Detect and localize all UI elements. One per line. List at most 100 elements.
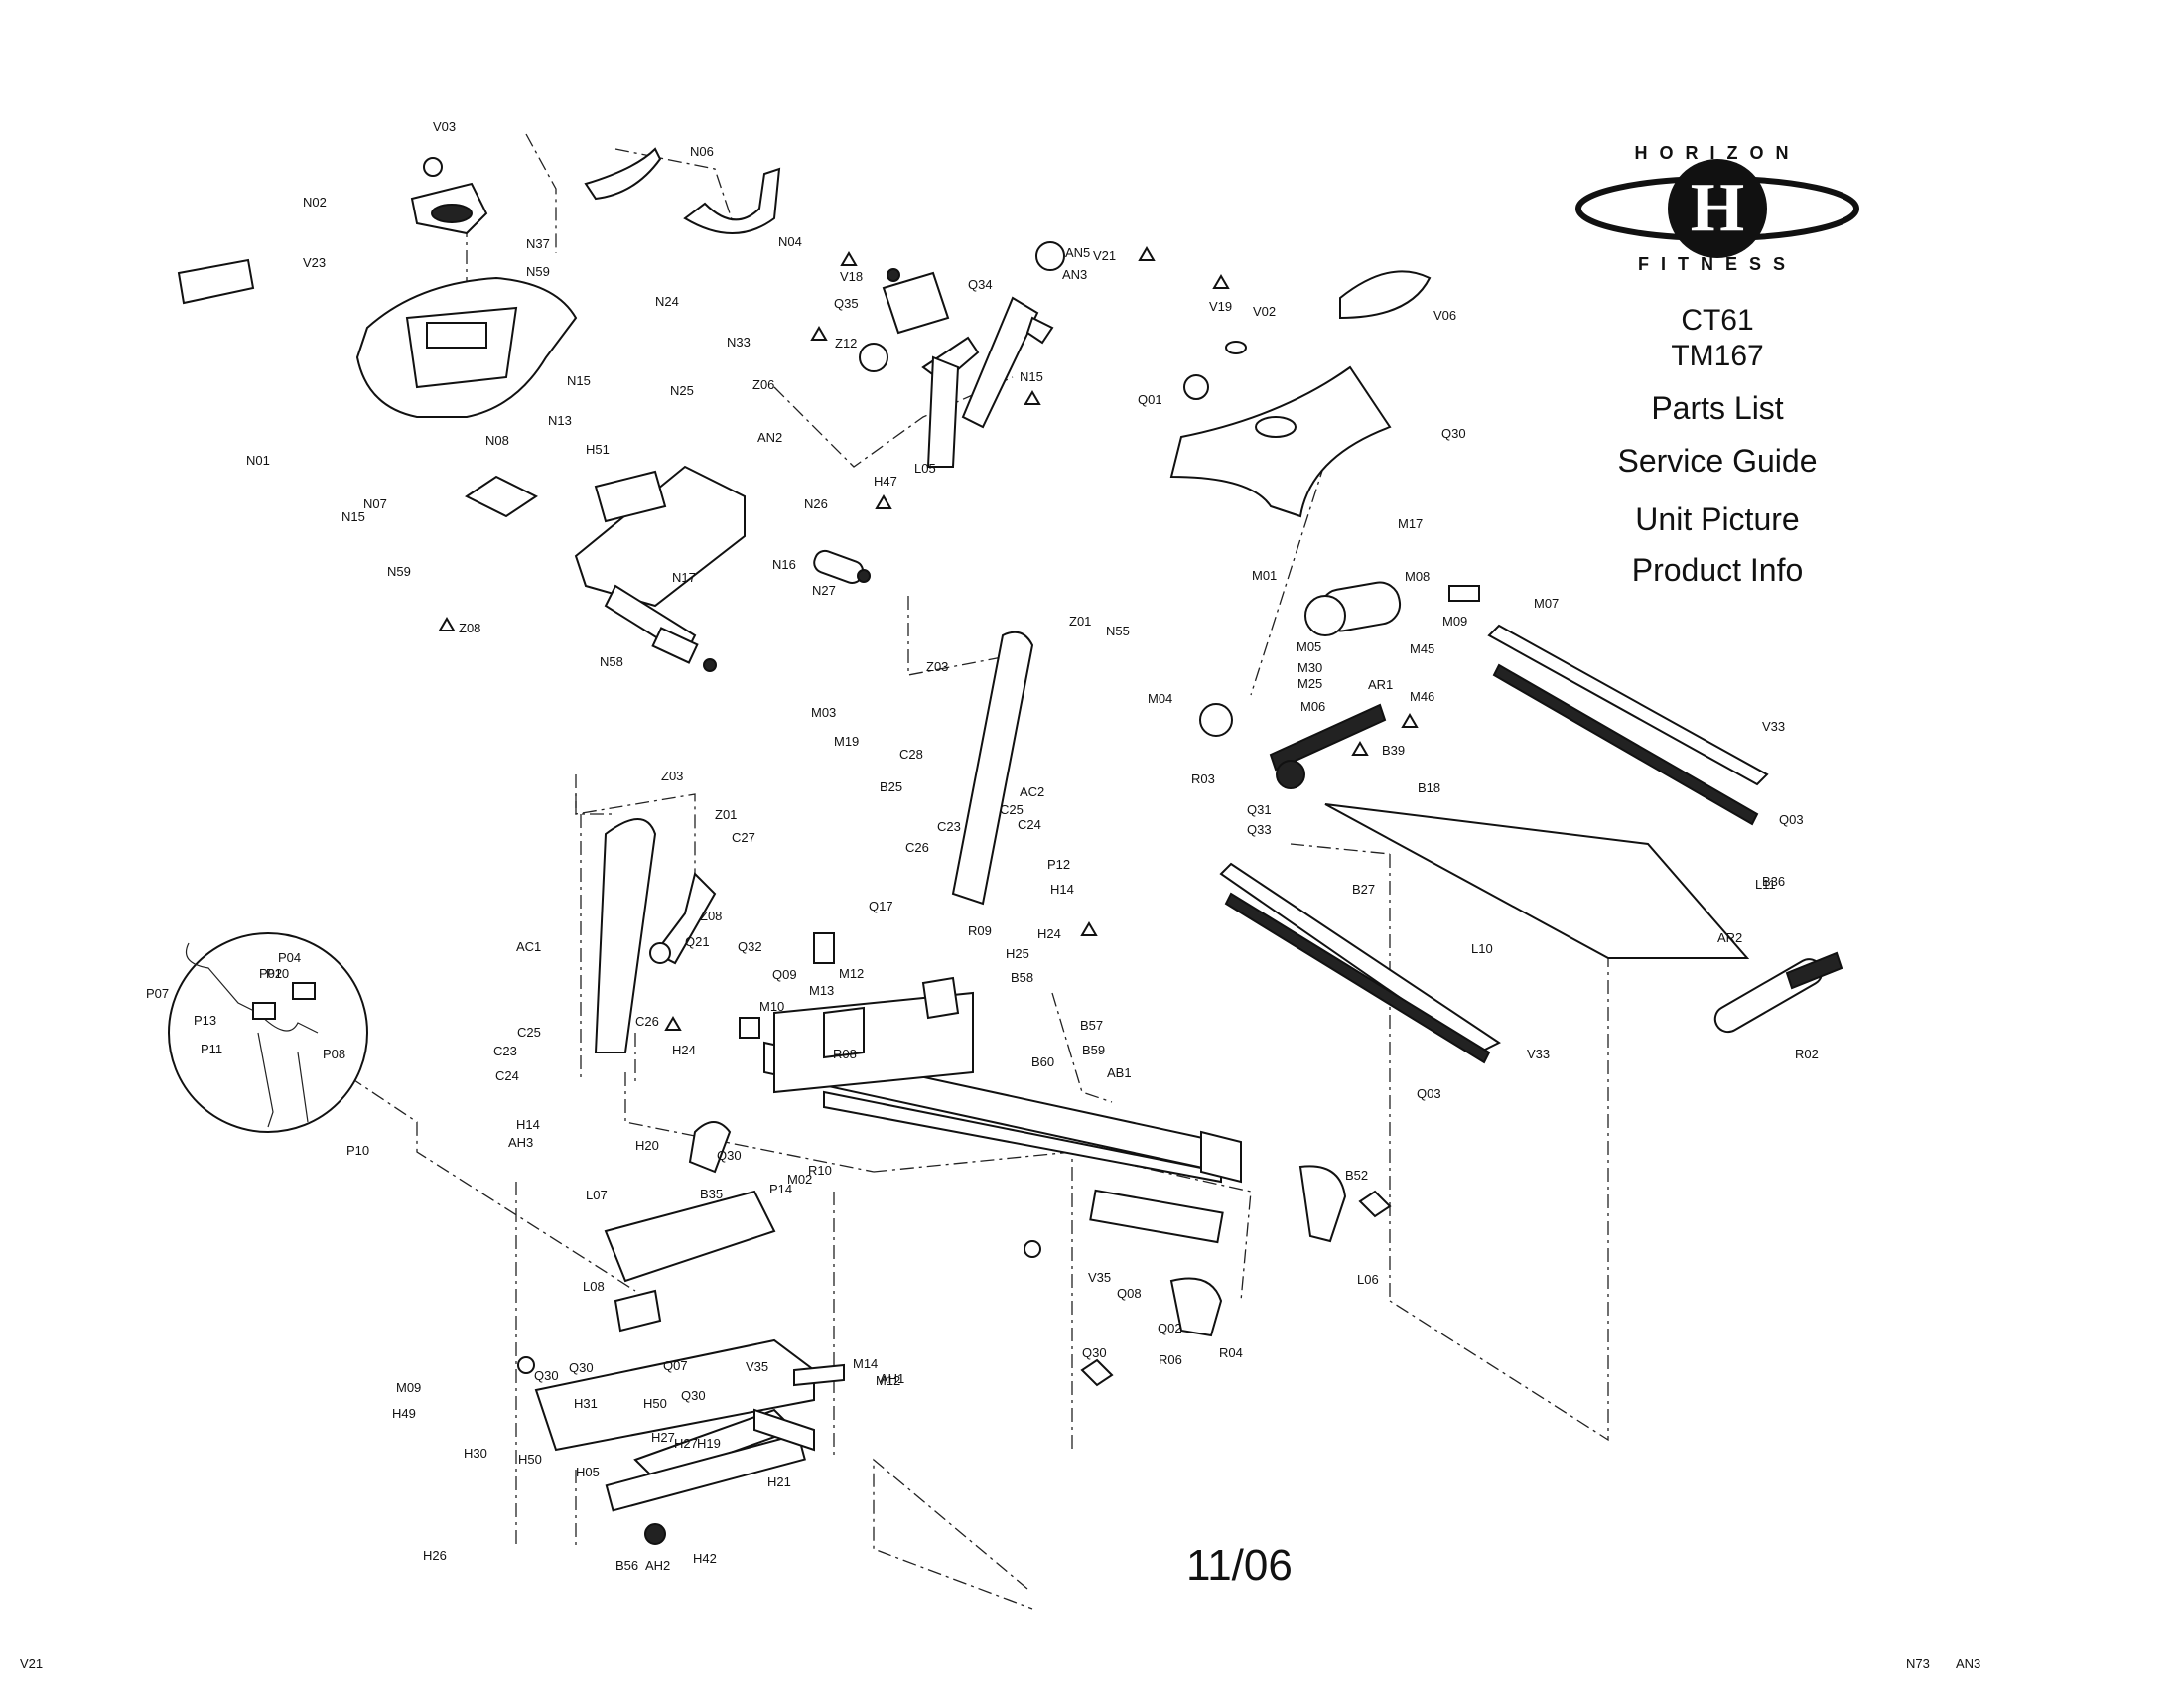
part-label-n08: N08 — [485, 433, 509, 448]
part-label-h26: H26 — [423, 1548, 447, 1563]
product-info-link[interactable]: Product Info — [1631, 552, 1804, 588]
part-label-p04: P04 — [278, 950, 301, 965]
part-label-q17: Q17 — [869, 899, 893, 913]
part-label-q30: Q30 — [569, 1360, 594, 1375]
part-label-q07: Q07 — [663, 1358, 688, 1373]
part-label-an3: AN3 — [1062, 267, 1087, 282]
part-label-n26: N26 — [804, 496, 828, 511]
parts-list-link[interactable]: Parts List — [1651, 390, 1784, 426]
warning-triangle-icon — [1080, 921, 1098, 936]
part-label-m09: M09 — [1442, 614, 1467, 629]
part-label-q08: Q08 — [1117, 1286, 1142, 1301]
part-label-c24: C24 — [1018, 817, 1041, 832]
part-label-n06: N06 — [690, 144, 714, 159]
unit-picture-link[interactable]: Unit Picture — [1635, 501, 1800, 537]
part-label-h14: H14 — [1050, 882, 1074, 897]
part-label-n73: N73 — [1906, 1656, 1930, 1671]
part-label-c23: C23 — [493, 1044, 517, 1058]
warning-triangle-icon — [1351, 741, 1369, 756]
part-label-h49: H49 — [392, 1406, 416, 1421]
part-label-r06: R06 — [1159, 1352, 1182, 1367]
warning-triangle-icon — [1212, 274, 1230, 289]
service-guide-link[interactable]: Service Guide — [1617, 443, 1818, 479]
part-label-q32: Q32 — [738, 939, 762, 954]
part-label-v35: V35 — [1088, 1270, 1111, 1285]
part-label-m05: M05 — [1297, 639, 1321, 654]
part-label-z12: Z12 — [835, 336, 857, 351]
uprights — [594, 631, 1034, 1053]
part-label-h47: H47 — [874, 474, 897, 489]
part-label-n25: N25 — [670, 383, 694, 398]
part-label-b56: B56 — [615, 1558, 638, 1573]
part-label-p10: P10 — [266, 966, 289, 981]
part-label-q31: Q31 — [1247, 802, 1272, 817]
part-label-an3: AN3 — [1956, 1656, 1980, 1671]
part-label-h31: H31 — [574, 1396, 598, 1411]
part-label-ac1: AC1 — [516, 939, 541, 954]
part-label-n17: N17 — [672, 570, 696, 585]
warning-triangle-icon — [1138, 246, 1156, 261]
part-label-m13: M13 — [809, 983, 834, 998]
part-label-n59: N59 — [526, 264, 550, 279]
part-label-n24: N24 — [655, 294, 679, 309]
part-label-h20: H20 — [635, 1138, 659, 1153]
part-label-m17: M17 — [1398, 516, 1423, 531]
part-label-ac2: AC2 — [1020, 784, 1044, 799]
part-label-q02: Q02 — [1158, 1321, 1182, 1335]
part-label-p10: P10 — [346, 1143, 369, 1158]
part-label-n58: N58 — [600, 654, 623, 669]
part-label-n16: N16 — [772, 557, 796, 572]
part-label-h05: H05 — [576, 1465, 600, 1479]
model-name: CT61 — [1681, 304, 1754, 337]
part-label-c23: C23 — [937, 819, 961, 834]
part-label-z08: Z08 — [459, 621, 480, 635]
part-label-m14: M14 — [853, 1356, 878, 1371]
part-label-m04: M04 — [1148, 691, 1172, 706]
part-label-b58: B58 — [1011, 970, 1033, 985]
part-label-l06: L06 — [1357, 1272, 1379, 1287]
part-label-v02: V02 — [1253, 304, 1276, 319]
part-label-q30: Q30 — [717, 1148, 742, 1163]
part-label-r09: R09 — [968, 923, 992, 938]
part-label-h42: H42 — [693, 1551, 717, 1566]
part-label-m03: M03 — [811, 705, 836, 720]
part-label-h27: H27 — [651, 1430, 675, 1445]
part-label-b35: B35 — [700, 1187, 723, 1201]
part-label-h25: H25 — [1006, 946, 1029, 961]
part-label-b52: B52 — [1345, 1168, 1368, 1183]
warning-markers — [438, 246, 1419, 1031]
part-label-n33: N33 — [727, 335, 751, 350]
part-label-m06: M06 — [1300, 699, 1325, 714]
part-label-h50: H50 — [643, 1396, 667, 1411]
warning-triangle-icon — [875, 494, 892, 509]
part-label-p14: P14 — [769, 1182, 792, 1196]
part-label-c26: C26 — [635, 1014, 659, 1029]
console-assembly — [177, 147, 781, 518]
part-label-z03: Z03 — [926, 659, 948, 674]
motor-hood — [1169, 270, 1432, 518]
part-label-m08: M08 — [1405, 569, 1430, 584]
part-label-n15: N15 — [1020, 369, 1043, 384]
part-label-z08: Z08 — [700, 909, 722, 923]
part-label-l10: L10 — [1471, 941, 1493, 956]
part-label-m10: M10 — [759, 999, 784, 1014]
part-label-q33: Q33 — [1247, 822, 1272, 837]
part-label-v03: V03 — [433, 119, 456, 134]
part-label-r10: R10 — [808, 1163, 832, 1178]
part-label-r08: R08 — [833, 1047, 857, 1061]
part-label-v33: V33 — [1527, 1047, 1550, 1061]
part-label-b36: B36 — [1762, 874, 1785, 889]
part-label-m01: M01 — [1252, 568, 1277, 583]
part-label-c25: C25 — [1000, 802, 1024, 817]
part-label-q03: Q03 — [1417, 1086, 1441, 1101]
part-label-ar1: AR1 — [1368, 677, 1393, 692]
part-label-v33: V33 — [1762, 719, 1785, 734]
warning-triangle-icon — [1401, 713, 1419, 728]
part-label-r04: R04 — [1219, 1345, 1243, 1360]
part-label-q03: Q03 — [1779, 812, 1804, 827]
warning-triangle-icon — [664, 1016, 682, 1031]
part-label-n13: N13 — [548, 413, 572, 428]
part-label-l05: L05 — [914, 461, 936, 476]
part-label-an5: AN5 — [1065, 245, 1090, 260]
